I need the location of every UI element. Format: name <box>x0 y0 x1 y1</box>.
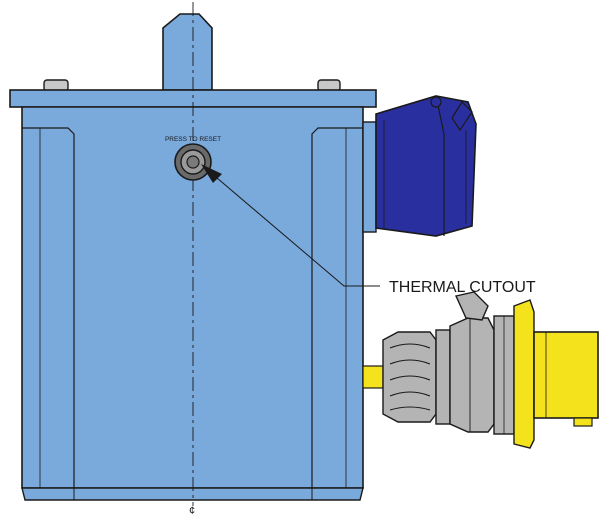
plug-yellow-head <box>513 299 599 449</box>
reset-button[interactable] <box>174 143 212 181</box>
press-to-reset-label: PRESS TO RESET <box>165 136 221 143</box>
top-shaft <box>162 13 213 91</box>
plug-cable-gland <box>382 329 451 425</box>
mounting-bolts <box>43 79 341 92</box>
centerline-symbol: ¢ <box>189 505 195 516</box>
blue-socket <box>362 95 477 237</box>
yellow-cable <box>362 365 384 389</box>
thermal-cutout-leader <box>201 164 380 287</box>
thermal-cutout-label: THERMAL CUTOUT <box>389 279 536 296</box>
transformer-body <box>21 106 364 501</box>
plug-grey-body <box>449 291 515 435</box>
centerline: ¢ <box>189 2 195 516</box>
